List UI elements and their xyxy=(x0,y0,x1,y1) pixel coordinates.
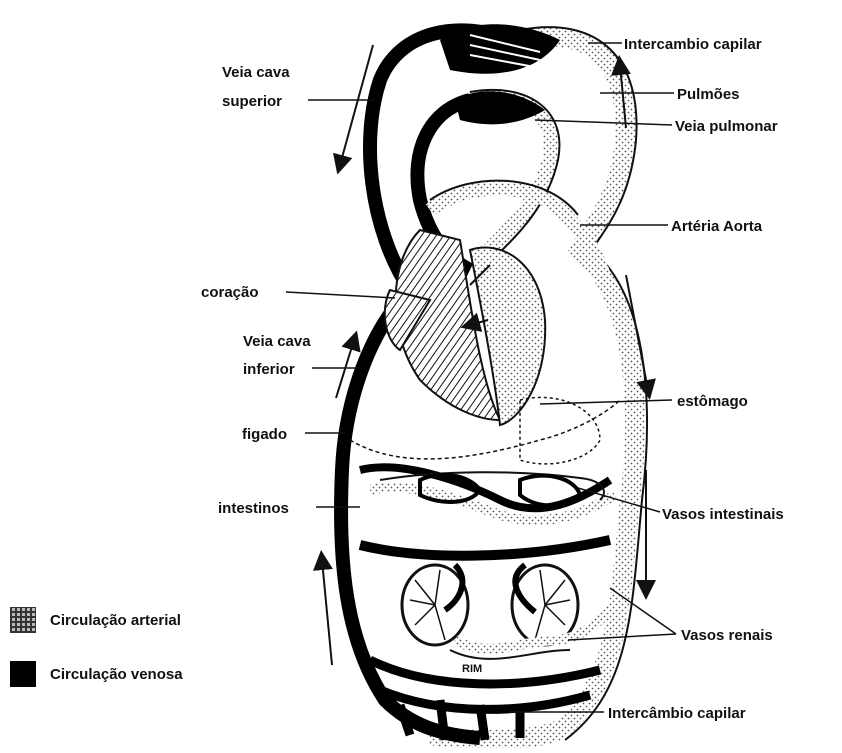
kidney-left-rays xyxy=(410,570,445,640)
stomach-shape xyxy=(520,397,600,464)
label-intercambio-capilar-top: Intercambio capilar xyxy=(624,36,762,53)
arrow-left-up xyxy=(322,560,332,665)
rim-label: RIM xyxy=(462,663,482,675)
label-figado: figado xyxy=(242,426,287,443)
label-estomago: estômago xyxy=(677,393,748,410)
label-veia-cava-inferior-1: Veia cava xyxy=(243,333,311,350)
intestine-lower-band xyxy=(360,540,610,556)
label-vasos-renais: Vasos renais xyxy=(681,627,773,644)
renal-venous xyxy=(445,565,535,612)
legend-venous: Circulação venosa xyxy=(10,661,183,687)
legend-venous-label: Circulação venosa xyxy=(50,666,183,683)
label-coracao: coração xyxy=(201,284,259,301)
label-intercambio-capilar-bottom: Intercâmbio capilar xyxy=(608,705,746,722)
label-veia-cava-superior-2: superior xyxy=(222,93,282,110)
lung-lobe xyxy=(455,91,545,124)
label-vasos-intestinais: Vasos intestinais xyxy=(662,506,784,523)
legend-arterial-label: Circulação arterial xyxy=(50,612,181,629)
label-veia-pulmonar: Veia pulmonar xyxy=(675,118,778,135)
label-intestinos: intestinos xyxy=(218,500,289,517)
label-arteria-aorta: Artéria Aorta xyxy=(671,218,763,235)
label-pulmoes: Pulmões xyxy=(677,86,740,103)
legend-arterial-swatch xyxy=(10,607,36,633)
leader-estomago xyxy=(540,400,672,404)
label-veia-cava-superior-1: Veia cava xyxy=(222,64,290,81)
leader-coracao xyxy=(286,292,395,298)
kidney-right-rays xyxy=(535,570,570,640)
renal-arterial xyxy=(455,590,620,649)
legend-arterial: Circulação arterial xyxy=(10,607,181,633)
label-veia-cava-inferior-2: inferior xyxy=(243,361,295,378)
legend-venous-swatch xyxy=(10,661,36,687)
